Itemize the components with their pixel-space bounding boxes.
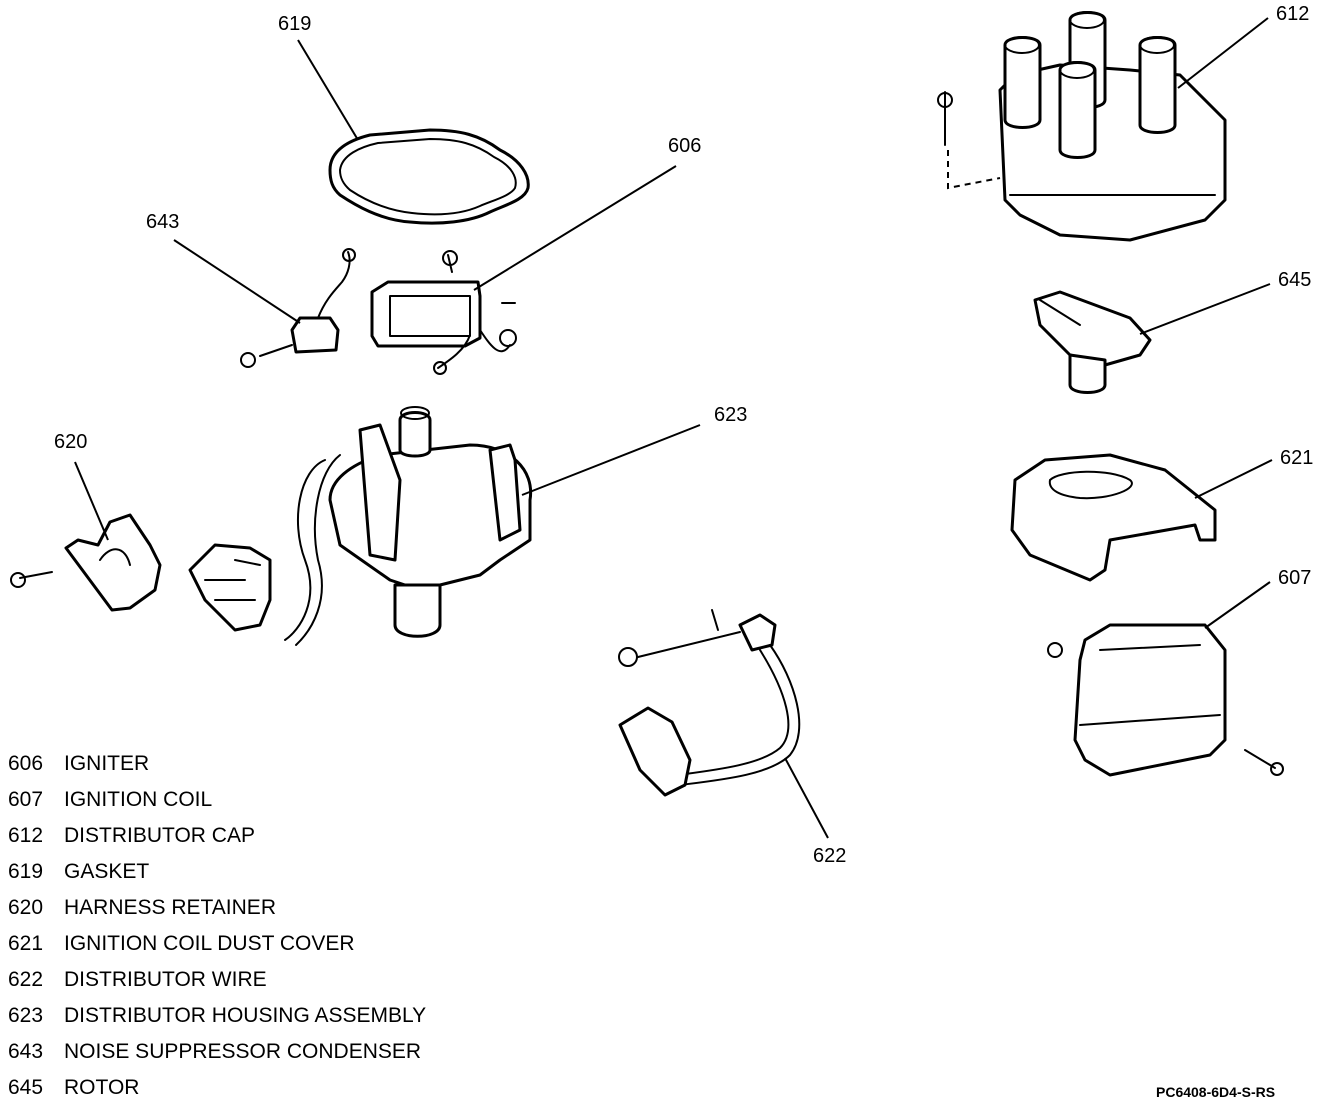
legend-row: 619 GASKET	[8, 860, 426, 896]
ignition-coil-dust-cover-621-drawing	[1010, 453, 1217, 582]
legend-number: 623	[8, 1004, 44, 1027]
leader-621	[1194, 459, 1273, 499]
legend-row: 607 IGNITION COIL	[8, 788, 426, 824]
legend-label: DISTRIBUTOR HOUSING ASSEMBLY	[64, 1004, 427, 1027]
leader-622	[784, 757, 829, 839]
legend-row: 621 IGNITION COIL DUST COVER	[8, 932, 426, 968]
figure-code: PC6408-6D4-S-RS	[1156, 1084, 1276, 1100]
legend-number: 621	[8, 932, 44, 955]
harness-retainer-620-drawing	[10, 513, 162, 612]
callout-607: 607	[1278, 567, 1312, 589]
callout-619: 619	[278, 13, 312, 35]
distributor-housing-623-drawing	[188, 406, 533, 646]
legend-row: 622 DISTRIBUTOR WIRE	[8, 968, 426, 1004]
legend-label: NOISE SUPPRESSOR CONDENSER	[64, 1040, 422, 1063]
ignition-coil-607-drawing	[1047, 623, 1284, 777]
legend-number: 622	[8, 968, 44, 991]
legend-number: 607	[8, 788, 44, 811]
leader-620	[74, 461, 109, 541]
leader-643	[173, 239, 301, 324]
leader-645	[1139, 283, 1271, 335]
legend-label: IGNITION COIL	[64, 788, 213, 811]
callout-612: 612	[1276, 3, 1310, 25]
leader-619	[297, 39, 359, 141]
legend-row: 612 DISTRIBUTOR CAP	[8, 824, 426, 860]
callout-623: 623	[714, 404, 748, 426]
legend-row: 623 DISTRIBUTOR HOUSING ASSEMBLY	[8, 1004, 426, 1040]
leader-612	[1177, 17, 1269, 89]
legend-number: 619	[8, 860, 44, 883]
legend-number: 620	[8, 896, 44, 919]
legend-row: 643 NOISE SUPPRESSOR CONDENSER	[8, 1040, 426, 1076]
legend-label: IGNITER	[64, 752, 150, 775]
gasket-619-drawing	[328, 128, 530, 225]
legend-label: GASKET	[64, 860, 150, 883]
legend-label: ROTOR	[64, 1076, 140, 1099]
legend-row: 620 HARNESS RETAINER	[8, 896, 426, 932]
distributor-cap-612-drawing	[937, 11, 1227, 242]
leader-623	[521, 424, 701, 496]
legend-label: IGNITION COIL DUST COVER	[64, 932, 355, 955]
callout-606: 606	[668, 135, 702, 157]
distributor-wire-622-drawing	[618, 609, 801, 797]
legend-number: 645	[8, 1076, 44, 1099]
legend-number: 606	[8, 752, 44, 775]
callout-643: 643	[146, 211, 180, 233]
leader-607	[1204, 581, 1271, 629]
callout-645: 645	[1278, 269, 1312, 291]
legend-row: 606 IGNITER	[8, 752, 426, 788]
legend-label: DISTRIBUTOR CAP	[64, 824, 255, 847]
legend-label: DISTRIBUTOR WIRE	[64, 968, 267, 991]
igniter-606-drawing	[370, 250, 517, 375]
noise-suppressor-condenser-643-drawing	[240, 248, 356, 368]
legend-number: 643	[8, 1040, 44, 1063]
callout-622: 622	[813, 845, 847, 867]
legend-row: 645 ROTOR	[8, 1076, 426, 1112]
callout-620: 620	[54, 431, 88, 453]
callout-621: 621	[1280, 447, 1314, 469]
rotor-645-drawing	[1033, 290, 1152, 394]
legend-number: 612	[8, 824, 44, 847]
legend-label: HARNESS RETAINER	[64, 896, 276, 919]
leader-606	[473, 165, 677, 291]
